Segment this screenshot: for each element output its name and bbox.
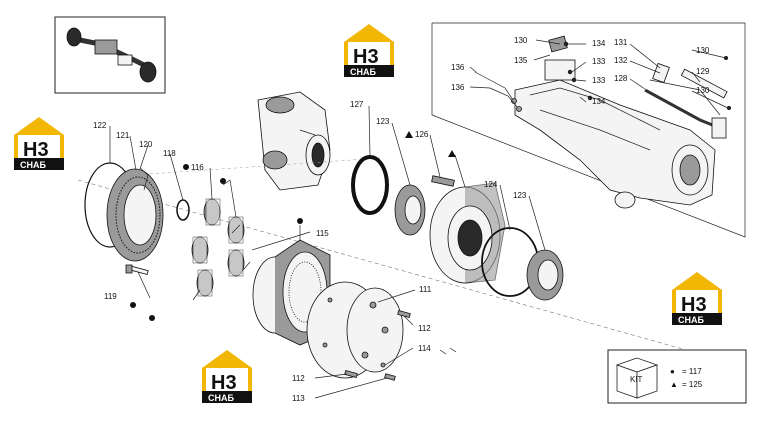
watermark-logo: H3 СНАБ	[202, 350, 252, 403]
label-123: 123	[376, 117, 390, 126]
housing-detail-frame	[431, 22, 746, 238]
label-112: 112	[292, 374, 305, 383]
svg-text:H3: H3	[681, 294, 707, 316]
kit-title: KIT	[630, 375, 643, 384]
kit-legend: KIT ● = 117 ▲ = 125	[607, 349, 747, 404]
label-111: 111	[419, 285, 432, 294]
label-122: 122	[93, 121, 107, 130]
label-133: 133	[592, 76, 606, 85]
label-128: 128	[614, 74, 628, 83]
label-130: 130	[696, 46, 710, 55]
label-136: 136	[451, 83, 465, 92]
label-116: 116	[191, 163, 204, 172]
kit-value-117: = 117	[682, 367, 702, 376]
svg-text:H3: H3	[211, 372, 237, 394]
label-136: 136	[451, 63, 465, 72]
bearing-123-outer	[526, 249, 564, 301]
label-127: 127	[350, 100, 364, 109]
bearing-123-inner	[394, 184, 426, 236]
label-132: 132	[614, 56, 628, 65]
label-134: 134	[592, 97, 606, 106]
kit-value-125: = 125	[682, 380, 703, 389]
label-123: 123	[513, 191, 527, 200]
label-120: 120	[139, 140, 153, 149]
label-133: 133	[592, 57, 606, 66]
kit-markers	[130, 131, 456, 321]
stud-126	[431, 175, 455, 187]
kit-symbol-triangle: ▲	[670, 380, 678, 389]
steering-knuckle	[257, 91, 331, 191]
planet-carrier-111	[306, 281, 404, 379]
svg-text:СНАБ: СНАБ	[350, 67, 376, 77]
label-121: 121	[116, 131, 130, 140]
svg-text:СНАБ: СНАБ	[20, 160, 46, 170]
label-130: 130	[696, 86, 710, 95]
label-124: 124	[484, 180, 498, 189]
label-130: 130	[514, 36, 528, 45]
wheel-hub	[429, 182, 506, 284]
gear-120	[106, 168, 164, 262]
label-126: 126	[415, 130, 429, 139]
svg-text:H3: H3	[353, 46, 379, 68]
label-129: 129	[696, 67, 710, 76]
label-115: 115	[316, 229, 329, 238]
label-134: 134	[592, 39, 606, 48]
leader-lines	[109, 39, 729, 399]
label-135: 135	[514, 56, 528, 65]
watermark-logo: H3 СНАБ	[672, 272, 722, 325]
planet-gears-116	[191, 198, 245, 297]
bolt-119	[125, 264, 149, 276]
label-118: 118	[163, 149, 176, 158]
watermark-logo: H3 СНАБ	[344, 24, 394, 77]
svg-text:СНАБ: СНАБ	[208, 393, 234, 403]
svg-text:СНАБ: СНАБ	[678, 315, 704, 325]
watermark-logo: H3 СНАБ	[14, 117, 64, 170]
label-113: 113	[292, 394, 305, 403]
label-131: 131	[614, 38, 628, 47]
axle-thumbnail	[54, 16, 166, 94]
label-119: 119	[104, 292, 117, 301]
kit-symbol-circle: ●	[670, 367, 675, 376]
seal-127	[351, 155, 389, 215]
svg-text:H3: H3	[23, 139, 49, 161]
label-114: 114	[418, 344, 431, 353]
part-labels: 130 135 134 133 133 134 131 132 128 130 …	[93, 36, 710, 403]
label-112: 112	[418, 324, 431, 333]
